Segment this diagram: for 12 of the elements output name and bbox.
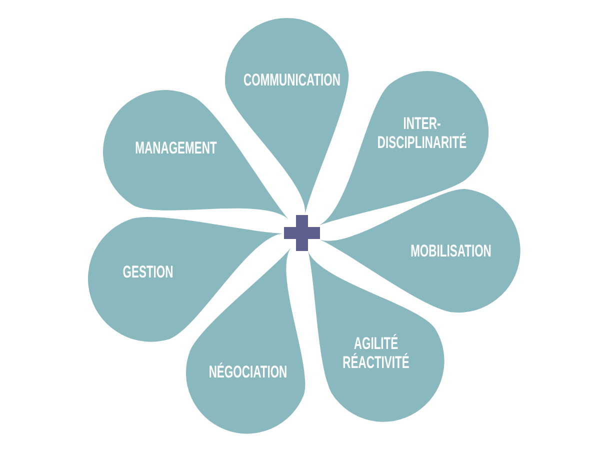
petal (320, 189, 520, 313)
petal (88, 217, 283, 342)
petal-label: COMMUNICATION (243, 70, 340, 90)
petal-label: MANAGEMENT (135, 138, 217, 158)
petal (186, 248, 306, 434)
petal-label: AGILITÉ RÉACTIVITÉ (342, 334, 410, 372)
petal-label: MOBILISATION (410, 241, 492, 260)
petal-label: INTER- DISCIPLINARITÉ (376, 114, 468, 152)
petal-label: GESTION (122, 262, 174, 282)
petal-label: NÉGOCIATION (208, 362, 288, 382)
petal (103, 90, 289, 220)
petal (225, 18, 349, 214)
